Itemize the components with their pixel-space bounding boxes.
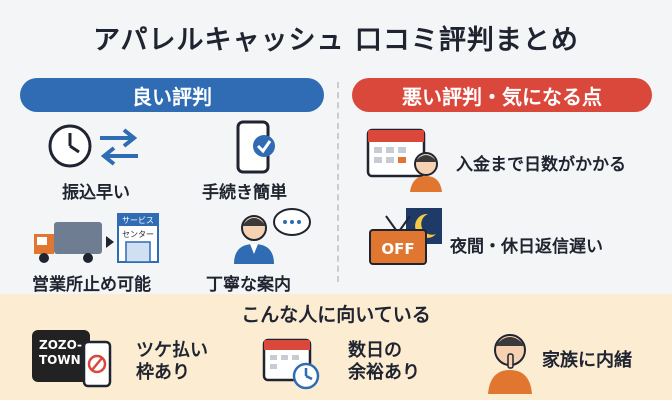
suited-line: 余裕あり [348, 362, 420, 383]
good-item-label: 振込早い [62, 183, 130, 203]
bad-item-label: 入金まで日数がかかる [456, 155, 626, 175]
bad-item-label: 夜間・休日返信遅い [450, 237, 603, 257]
operator-chat-icon [234, 208, 311, 264]
truck-sign-top: サービス [122, 216, 154, 225]
bad-reviews-header: 悪い評判・気になる点 [352, 78, 652, 112]
good-item-label: 丁寧な案内 [206, 275, 291, 295]
good-reviews-header: 良い評判 [20, 78, 324, 112]
suited-line: ツケ払い [136, 340, 208, 361]
page-title: アパレルキャッシュ 口コミ評判まとめ [93, 25, 579, 56]
person-shush-icon [488, 334, 532, 394]
good-item-label: 営業所止め可能 [32, 275, 151, 295]
truck-service-center-icon: サービス センター [34, 213, 159, 263]
suited-item-label: ツケ払い 枠あり [136, 340, 208, 384]
zozotown-logo: ZOZO- TOWN [32, 330, 90, 382]
truck-sign-bottom: センター [122, 230, 154, 239]
off-sign-text: OFF [381, 240, 414, 258]
suited-item-label: 家族に内緒 [542, 350, 632, 371]
zozotown-logo-line: TOWN [39, 353, 81, 367]
column-divider [337, 82, 339, 282]
calendar-worried-person-icon [366, 128, 442, 192]
suited-item-label: 数日の 余裕あり [348, 340, 420, 384]
zozotown-logo-line: ZOZO- [39, 338, 83, 352]
suited-line: 数日の [348, 340, 402, 361]
calendar-clock-icon [262, 338, 320, 390]
smartphone-check-icon [236, 120, 275, 174]
zozotown-phone-icon [82, 340, 112, 388]
night-off-sign-icon: OFF [369, 208, 442, 265]
suited-for-header: こんな人に向いている [241, 304, 431, 326]
good-item-label: 手続き簡単 [202, 183, 287, 203]
clock-transfer-icon [48, 124, 138, 168]
suited-line: 枠あり [136, 362, 190, 383]
suited-for-section: こんな人に向いている [0, 294, 672, 400]
